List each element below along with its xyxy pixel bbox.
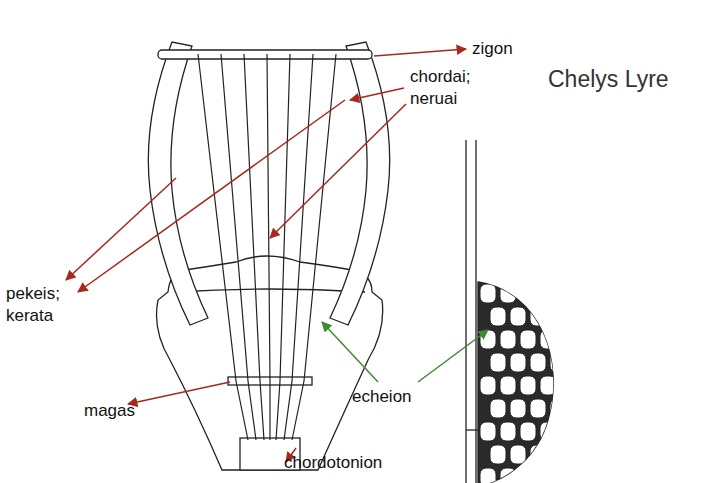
leader-line xyxy=(350,88,404,100)
strings xyxy=(198,54,336,440)
shell-scale xyxy=(500,376,516,395)
shell-scale xyxy=(550,399,566,418)
shell-scale xyxy=(480,376,496,395)
leader-lines xyxy=(66,49,488,462)
shell-scale xyxy=(540,284,556,303)
leader-line xyxy=(66,178,176,280)
shell-scale xyxy=(490,445,506,464)
shell-scale xyxy=(530,353,546,372)
shell-scale xyxy=(510,399,526,418)
shell-scale xyxy=(530,445,546,464)
shell-scale xyxy=(540,468,556,483)
shell-scale xyxy=(480,284,496,303)
yoke xyxy=(158,50,372,59)
left-arm xyxy=(148,42,208,325)
shell-scale xyxy=(490,399,506,418)
part-label: zigon xyxy=(472,38,552,60)
sound-box-rim xyxy=(175,289,365,292)
shell-scale xyxy=(550,445,566,464)
part-label: echeion xyxy=(352,386,442,408)
shell-scale xyxy=(520,284,536,303)
side-arm xyxy=(466,140,476,483)
shell-scale xyxy=(550,307,566,326)
leader-line xyxy=(418,330,488,382)
shell-scale xyxy=(510,353,526,372)
shell-scale xyxy=(480,468,496,483)
shell-scale xyxy=(520,422,536,441)
shell-scale xyxy=(530,307,546,326)
shell-scale xyxy=(500,468,516,483)
leader-line xyxy=(78,100,345,292)
part-label: pekeis; kerata xyxy=(6,283,76,327)
shell-scale xyxy=(500,284,516,303)
part-label: chordotonion xyxy=(284,452,404,474)
shell-scale xyxy=(490,353,506,372)
leader-line xyxy=(374,49,466,56)
leader-line xyxy=(270,104,406,238)
shell-scale xyxy=(510,307,526,326)
shell-scale xyxy=(540,376,556,395)
diagram-title: Chelys Lyre xyxy=(548,66,669,93)
shell-scale xyxy=(480,330,496,349)
shell-scale xyxy=(500,330,516,349)
shell-scale xyxy=(480,422,496,441)
part-label: magas xyxy=(84,400,154,422)
shell-scale xyxy=(540,330,556,349)
leader-line xyxy=(128,382,230,404)
shell-scale xyxy=(500,422,516,441)
leader-line xyxy=(322,322,378,382)
shell-scale xyxy=(530,399,546,418)
shell-scale xyxy=(510,445,526,464)
shell-scale xyxy=(520,468,536,483)
lyre-side xyxy=(466,140,566,483)
shell-scale xyxy=(540,422,556,441)
shell-scale xyxy=(520,330,536,349)
shell-scales xyxy=(480,284,566,483)
right-arm xyxy=(330,42,390,325)
shell-scale xyxy=(490,307,506,326)
shell-scale xyxy=(520,376,536,395)
shell-scale xyxy=(550,353,566,372)
part-label: chordai; neruai xyxy=(410,66,490,110)
